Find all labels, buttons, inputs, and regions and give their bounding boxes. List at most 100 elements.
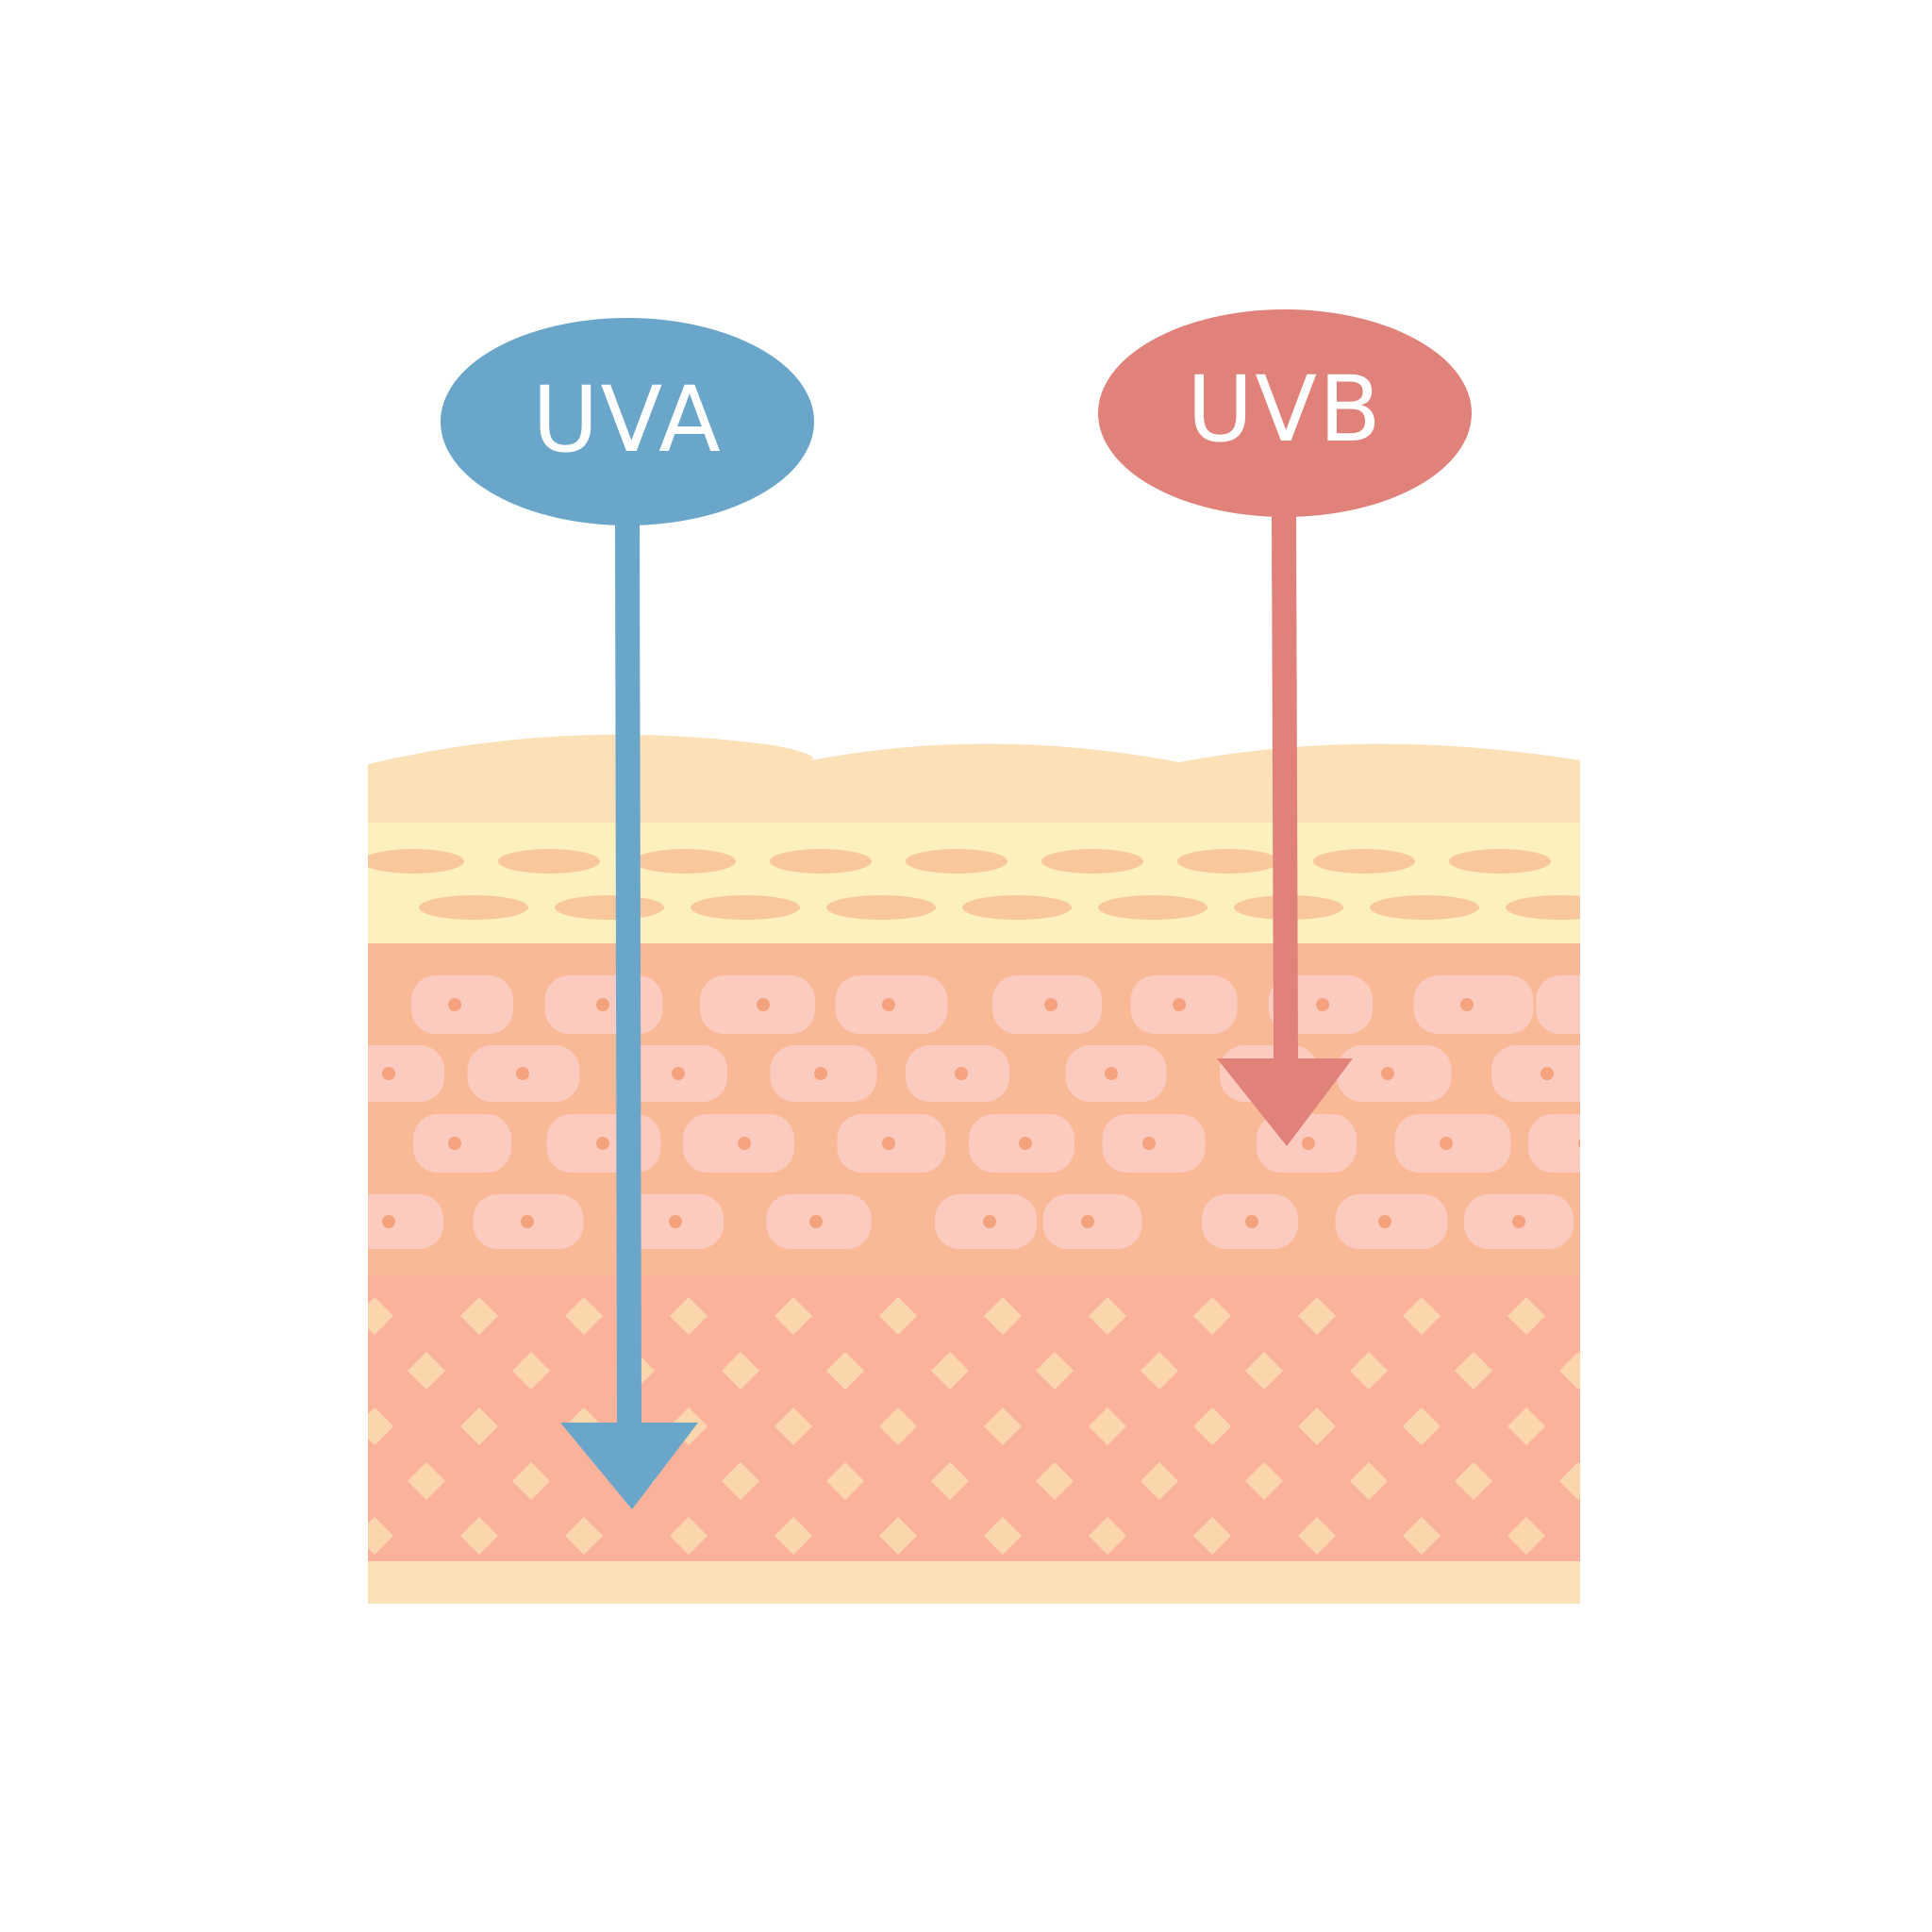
dermis-diamond xyxy=(1298,1407,1336,1445)
dermis-diamond xyxy=(1403,1517,1441,1555)
dermis-diamond xyxy=(565,1517,603,1555)
cell-nucleus xyxy=(672,1067,685,1080)
cell-nucleus xyxy=(814,1067,827,1080)
cell-nucleus xyxy=(1440,1137,1453,1150)
cell-nucleus xyxy=(1512,1215,1525,1228)
base-layer xyxy=(368,1561,1580,1604)
dermis-diamond xyxy=(1507,1517,1545,1555)
dermis-diamond xyxy=(1298,1517,1336,1555)
epidermis-cell xyxy=(1536,975,1580,1034)
uva-ray: UVA xyxy=(441,318,814,1509)
cell-nucleus xyxy=(1081,1215,1094,1228)
dermis-diamond xyxy=(1350,1462,1388,1500)
granular-cell xyxy=(368,849,464,874)
cell-nucleus xyxy=(448,998,461,1011)
cell-nucleus xyxy=(516,1067,529,1080)
dermis-diamond xyxy=(1298,1297,1336,1335)
granular-cell xyxy=(1506,895,1580,920)
dermis-diamond xyxy=(879,1517,917,1555)
cell-nucleus xyxy=(738,1137,751,1150)
granular-cell xyxy=(498,849,600,874)
dermis-diamond xyxy=(565,1297,603,1335)
cell-nucleus xyxy=(1142,1137,1156,1150)
cell-nucleus xyxy=(521,1215,534,1228)
cell-nucleus xyxy=(983,1215,996,1228)
cell-nucleus xyxy=(882,1137,895,1150)
dermis-diamond xyxy=(1507,1297,1545,1335)
dermis-diamond xyxy=(1036,1462,1074,1500)
uva-arrow-shaft xyxy=(615,525,641,1424)
cell-nucleus xyxy=(1588,998,1601,1011)
dermis-diamond xyxy=(512,1352,550,1390)
dermis-diamond xyxy=(460,1517,498,1555)
uvb-label: UVB xyxy=(1187,357,1383,462)
dermis-diamond xyxy=(722,1352,759,1390)
dermis-diamond xyxy=(984,1407,1022,1445)
cell-nucleus xyxy=(1378,1215,1391,1228)
granular-cell xyxy=(1098,895,1208,920)
uvb-bubble xyxy=(1098,309,1472,517)
cell-nucleus xyxy=(596,1137,609,1150)
dermis-layer xyxy=(368,1275,1580,1561)
uvb-ray: UVB xyxy=(1098,309,1472,1146)
cell-nucleus xyxy=(382,1067,395,1080)
dermis-diamond xyxy=(879,1297,917,1335)
granular-cell xyxy=(555,895,664,920)
stratum-corneum-layer xyxy=(368,734,1580,830)
dermis-diamond xyxy=(460,1407,498,1445)
granular-cell xyxy=(1449,849,1551,874)
granular-cell xyxy=(691,895,800,920)
dermis-diamond xyxy=(931,1352,969,1390)
dermis-diamond xyxy=(1193,1517,1231,1555)
uva-label: UVA xyxy=(532,367,722,473)
dermis-diamond xyxy=(931,1462,969,1500)
cell-nucleus xyxy=(1316,998,1329,1011)
dermis-diamond xyxy=(774,1517,812,1555)
dermis-diamond xyxy=(1245,1352,1283,1390)
epidermis-cell xyxy=(411,975,513,1034)
granular-cell xyxy=(1370,895,1479,920)
dermis-diamond xyxy=(774,1297,812,1335)
granular-cell xyxy=(1041,849,1143,874)
cell-nucleus xyxy=(382,1215,395,1228)
dermis-pattern xyxy=(368,1297,1580,1555)
cell-nucleus xyxy=(757,998,770,1011)
dermis-diamond xyxy=(670,1517,708,1555)
granular-cell xyxy=(1313,849,1415,874)
cell-nucleus xyxy=(1302,1137,1315,1150)
dermis-diamond xyxy=(408,1462,445,1500)
dermis-diamond xyxy=(368,1297,393,1335)
dermis-diamond xyxy=(1193,1407,1231,1445)
granular-layer xyxy=(368,823,1580,943)
dermis-diamond xyxy=(368,1517,393,1555)
dermis-diamond xyxy=(1559,1462,1580,1500)
dermis-diamond xyxy=(408,1352,445,1390)
cell-nucleus xyxy=(882,998,895,1011)
dermis-diamond xyxy=(1507,1407,1545,1445)
uva-arrow-head xyxy=(560,1423,698,1509)
dermis-diamond xyxy=(1089,1517,1126,1555)
dermis-diamond xyxy=(1245,1462,1283,1500)
dermis-diamond xyxy=(1141,1462,1178,1500)
epidermis-cell xyxy=(413,1114,511,1173)
dermis-diamond xyxy=(1193,1297,1231,1335)
dermis-diamond xyxy=(826,1462,864,1500)
dermis-diamond xyxy=(826,1352,864,1390)
epidermis-cell xyxy=(1491,1045,1580,1102)
dermis-diamond xyxy=(774,1407,812,1445)
epidermis-cell xyxy=(368,1194,443,1249)
granular-cell xyxy=(634,849,736,874)
dermis-diamond xyxy=(1403,1297,1441,1335)
dermis-diamond xyxy=(1141,1352,1178,1390)
dermis-diamond xyxy=(984,1297,1022,1335)
cell-nucleus xyxy=(1019,1137,1032,1150)
granular-cell xyxy=(1177,849,1279,874)
epidermis-cell xyxy=(368,1045,444,1102)
dermis-diamond xyxy=(984,1517,1022,1555)
cell-nucleus xyxy=(809,1215,823,1228)
cell-nucleus xyxy=(1541,1067,1554,1080)
dermis-diamond xyxy=(368,1407,393,1445)
cell-nucleus xyxy=(1173,998,1186,1011)
cell-nucleus xyxy=(448,1137,461,1150)
